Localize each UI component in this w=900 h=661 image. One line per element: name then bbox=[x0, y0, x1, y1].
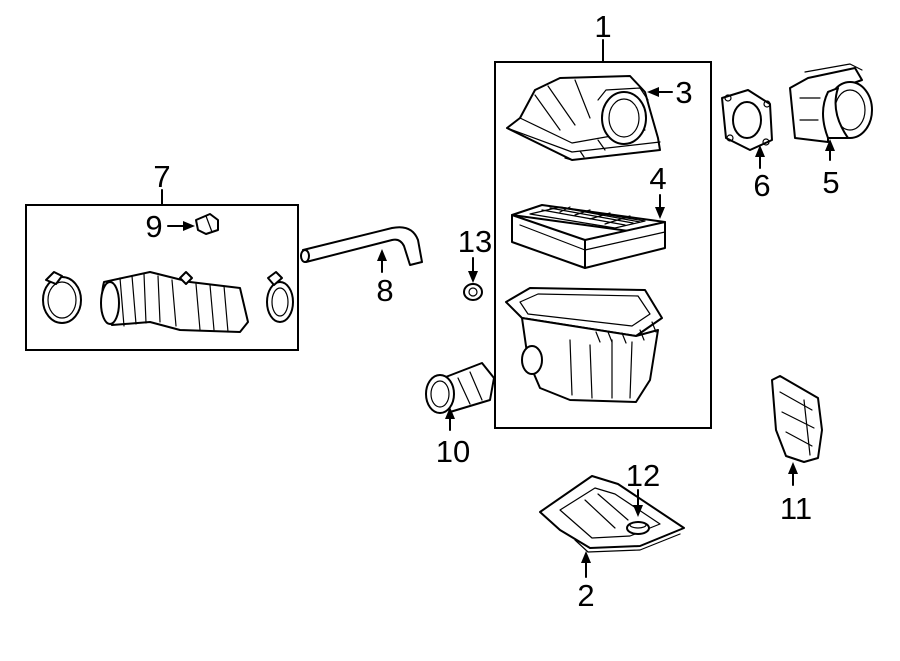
hose-clamp-right bbox=[266, 271, 294, 323]
callout-3: 3 bbox=[675, 75, 692, 110]
callout-13: 13 bbox=[458, 224, 492, 259]
breather-hose bbox=[300, 226, 423, 266]
callout-4: 4 bbox=[649, 161, 666, 196]
callout-8: 8 bbox=[376, 273, 393, 308]
hose-clamp-left bbox=[42, 271, 82, 324]
callout-12-arrowhead bbox=[633, 505, 643, 517]
callout-13-arrowhead bbox=[468, 271, 478, 283]
grommet bbox=[463, 283, 483, 301]
callout-4-arrowhead bbox=[655, 207, 665, 219]
callout-8-arrowhead bbox=[377, 249, 387, 261]
callout-2-arrowhead bbox=[581, 551, 591, 563]
callout-10-arrowhead bbox=[445, 407, 455, 419]
intake-tube bbox=[100, 271, 249, 333]
callout-7: 7 bbox=[153, 159, 170, 194]
air-cleaner-cover bbox=[506, 75, 661, 161]
callout-11-arrowhead bbox=[788, 462, 798, 474]
mass-air-flow-sensor bbox=[789, 63, 873, 143]
callout-12: 12 bbox=[626, 458, 660, 493]
inlet-duct bbox=[425, 362, 495, 414]
sensor-plug bbox=[195, 213, 219, 235]
callout-9: 9 bbox=[145, 209, 162, 244]
drain-plug bbox=[626, 521, 650, 535]
callout-5-arrowhead bbox=[825, 139, 835, 151]
air-cleaner-housing bbox=[505, 287, 663, 403]
callout-10: 10 bbox=[436, 434, 470, 469]
callout-2: 2 bbox=[577, 578, 594, 613]
gasket bbox=[721, 89, 773, 151]
air-duct-shield bbox=[771, 375, 823, 463]
callout-3-arrowhead bbox=[647, 87, 659, 97]
callout-1: 1 bbox=[594, 9, 611, 44]
air-filter-element bbox=[511, 204, 666, 269]
callout-6: 6 bbox=[753, 168, 770, 203]
callout-9-arrowhead bbox=[183, 221, 195, 231]
air-cleaner-tray bbox=[539, 475, 685, 553]
callout-5: 5 bbox=[822, 165, 839, 200]
callout-11: 11 bbox=[780, 491, 812, 526]
callout-6-arrowhead bbox=[755, 145, 765, 157]
